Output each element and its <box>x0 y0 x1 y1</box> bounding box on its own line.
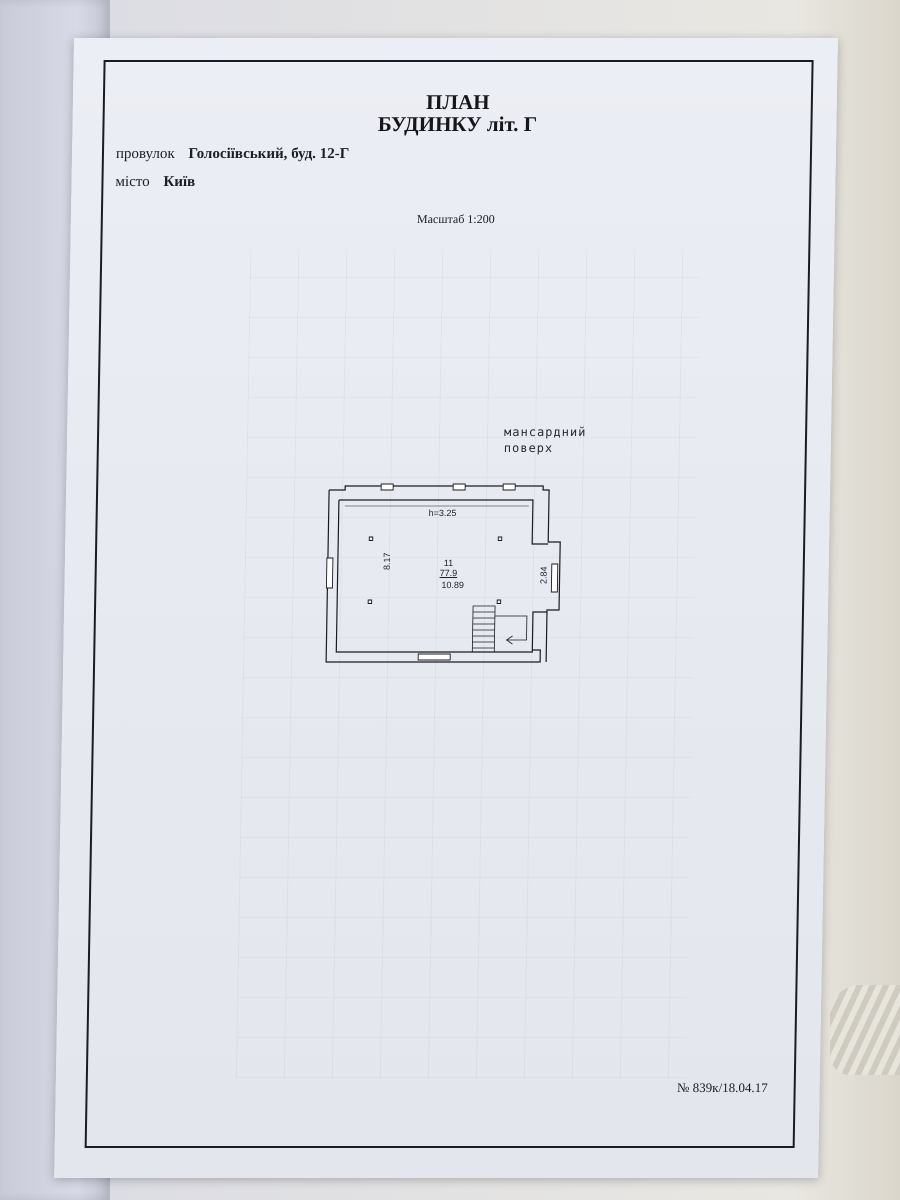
page-frame: ПЛАН БУДИНКУ літ. Г провулок Голосіївськ… <box>84 60 814 1148</box>
document-sheet: ПЛАН БУДИНКУ літ. Г провулок Голосіївськ… <box>54 38 839 1178</box>
window-west <box>325 557 334 589</box>
outer-wall-north-east <box>329 485 561 662</box>
table-ornament <box>830 985 900 1075</box>
outer-wall-west-south <box>325 490 541 663</box>
staircase <box>471 605 528 653</box>
window-north-1 <box>380 483 394 491</box>
ceiling-height: h=3.25 <box>428 508 457 518</box>
floor-label-line2: поверх <box>503 441 554 455</box>
street-value: Голосіївський, буд. 12-Г <box>188 146 350 162</box>
window-east <box>550 563 559 593</box>
city-value: Київ <box>163 174 196 190</box>
inner-wall-west-south <box>335 500 547 653</box>
window-north-2 <box>452 483 466 491</box>
room-number: 11 <box>443 558 454 568</box>
window-south <box>417 653 451 661</box>
floor-label-line1: мансардний <box>504 425 587 439</box>
scale-label: Масштаб 1:200 <box>416 212 495 226</box>
city-line: місто Київ <box>115 174 195 191</box>
document-number: № 839к/18.04.17 <box>676 1080 768 1095</box>
street-label: провулок <box>115 146 175 162</box>
floor-plan-drawing <box>325 483 561 663</box>
windows <box>325 483 559 661</box>
floor-plan: h=3.25 11 77.9 10.89 8.17 2.84 <box>320 482 563 667</box>
floor-label: мансардний поверх <box>504 424 587 456</box>
left-dimension: 8.17 <box>381 552 393 570</box>
width-dimension: 10.89 <box>441 580 465 590</box>
city-label: місто <box>115 174 150 190</box>
street-line: провулок Голосіївський, буд. 12-Г <box>116 146 350 163</box>
columns <box>367 536 503 604</box>
window-north-3 <box>502 483 516 491</box>
room-area: 77.9 <box>439 568 458 578</box>
right-dimension: 2.84 <box>538 566 549 584</box>
doc-subtitle: БУДИНКУ літ. Г <box>377 112 538 136</box>
inner-wall-north-east <box>338 499 549 545</box>
